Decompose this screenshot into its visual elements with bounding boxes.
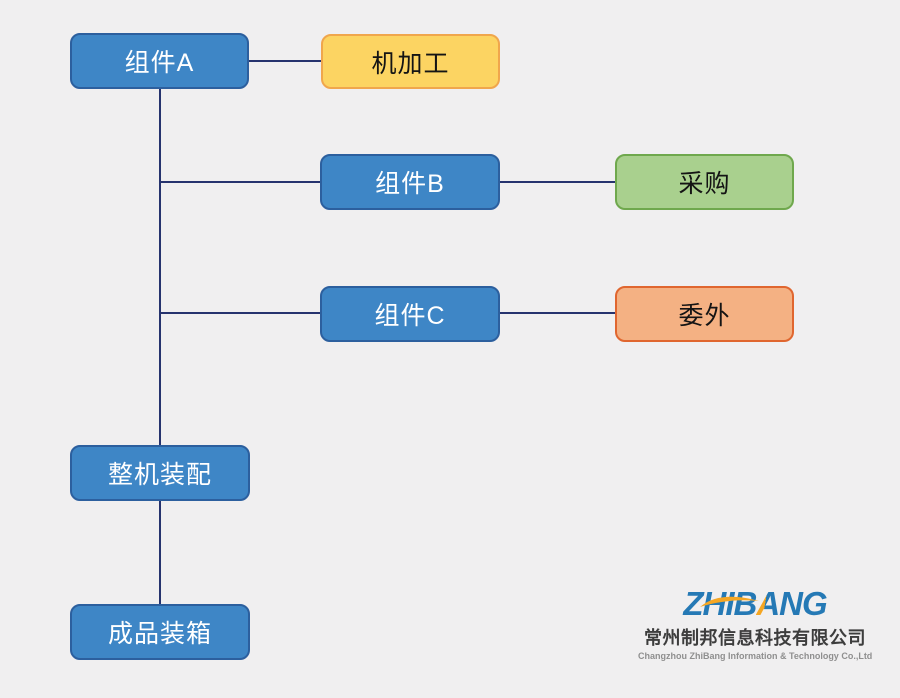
node-component-b-label: 组件B (375, 170, 445, 198)
connector-main-comp-b (159, 181, 321, 183)
zhibang-wordmark: ZHIBANG (683, 585, 827, 622)
node-machining[interactable]: 机加工 (321, 34, 500, 89)
connector-comp-a-machining (247, 60, 322, 62)
node-component-b[interactable]: 组件B (320, 154, 500, 210)
connector-main-vertical (159, 88, 161, 605)
node-component-a-label: 组件A (124, 49, 195, 77)
node-assembly[interactable]: 整机装配 (70, 445, 250, 501)
vendor-logo: ZHIBANG 常州制邦信息科技有限公司 Changzhou ZhiBang I… (638, 585, 873, 662)
node-packing-label: 成品装箱 (107, 620, 212, 648)
node-assembly-label: 整机装配 (107, 461, 212, 489)
brand-text-right: NG (779, 585, 827, 622)
node-outsource-label: 委外 (678, 302, 731, 330)
node-packing[interactable]: 成品装箱 (70, 604, 250, 660)
node-purchase[interactable]: 采购 (615, 154, 794, 210)
node-purchase-label: 采购 (678, 170, 731, 198)
company-name-en: Changzhou ZhiBang Information & Technolo… (638, 651, 873, 662)
connector-comp-c-outsource (499, 312, 616, 314)
brand-letter-accent: A (756, 585, 780, 622)
brand-text-left: ZHIB (683, 585, 757, 622)
node-component-a[interactable]: 组件A (70, 33, 249, 89)
node-machining-label: 机加工 (371, 49, 450, 78)
connector-main-comp-c (159, 312, 321, 314)
company-name-cn: 常州制邦信息科技有限公司 (644, 628, 866, 649)
node-component-c[interactable]: 组件C (320, 286, 500, 342)
node-component-c-label: 组件C (374, 302, 446, 330)
node-outsource[interactable]: 委外 (615, 286, 794, 342)
connector-comp-b-purchase (499, 181, 616, 183)
